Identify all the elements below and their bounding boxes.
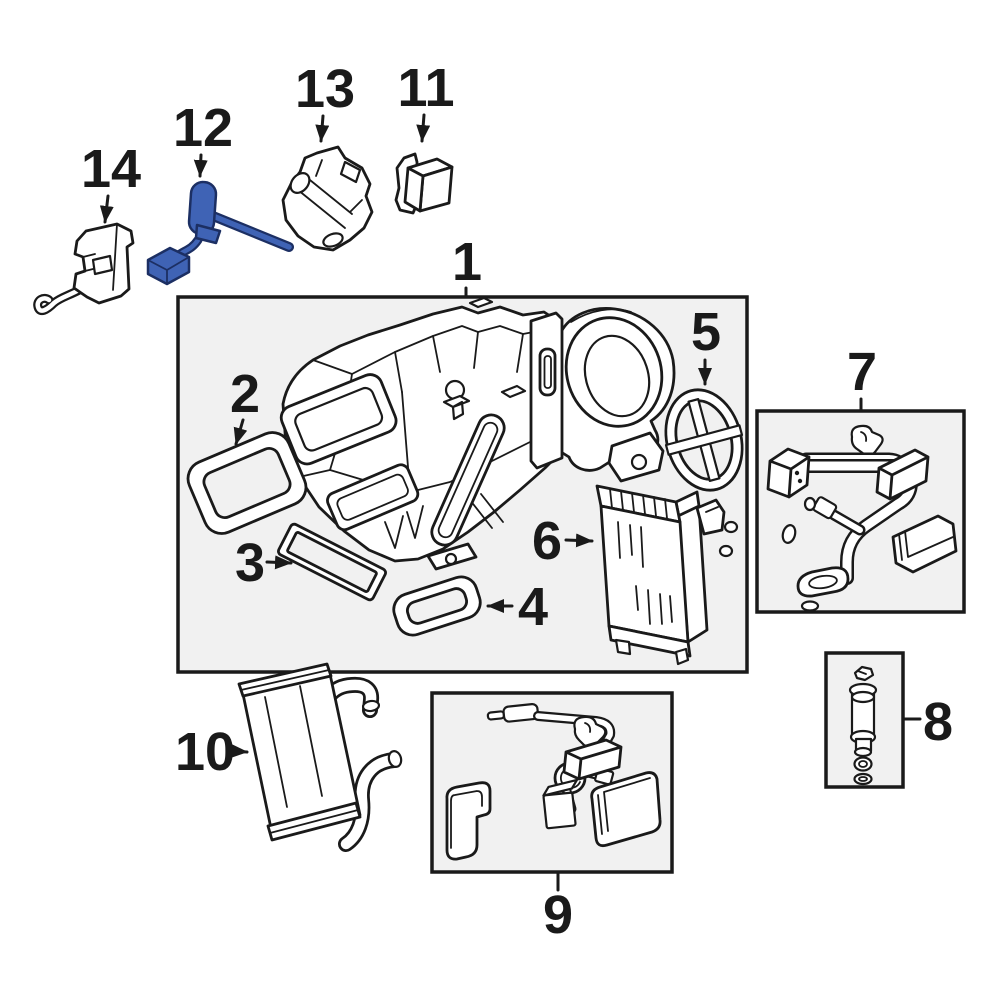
callout-13-leader: [315, 114, 330, 143]
part-8-valve-kit: [848, 665, 878, 786]
callout-3-leader: [265, 555, 293, 570]
callout-12-leader: [193, 153, 208, 178]
callout-5: 5: [691, 302, 721, 386]
callout-5-label: 5: [691, 302, 721, 362]
housing-upper-vent: [279, 373, 398, 466]
callout-10-label: 10: [175, 722, 235, 782]
part-3-filter: [277, 522, 387, 602]
part-6-evaporator: [595, 484, 739, 666]
callout-9: 9: [543, 870, 573, 945]
callout-12-label: 12: [173, 98, 233, 158]
part-13-motor: [281, 145, 374, 252]
callout-14: 14: [81, 139, 141, 224]
callout-8: 8: [902, 692, 953, 752]
part-14-actuator: [33, 222, 135, 316]
part-4-seal: [392, 575, 482, 637]
callout-1-label: 1: [452, 232, 482, 292]
callout-4: 4: [486, 577, 548, 637]
callout-2-label: 2: [230, 364, 260, 424]
callout-10: 10: [175, 722, 249, 782]
callout-12: 12: [173, 98, 233, 178]
callout-2-leader: [233, 418, 248, 446]
callout-11: 11: [397, 58, 455, 143]
callout-7: 7: [847, 342, 877, 413]
callout-14-label: 14: [81, 139, 141, 199]
callout-9-label: 9: [543, 885, 573, 945]
part-1-housing: [279, 296, 676, 571]
housing-lower-vent: [326, 463, 420, 532]
callout-11-leader: [416, 113, 431, 143]
part-5-cover: [664, 388, 744, 492]
part-11-actuator: [394, 152, 454, 215]
callout-8-label: 8: [923, 692, 953, 752]
callout-10-leader: [229, 744, 249, 758]
callout-11-label: 11: [397, 58, 454, 118]
callout-3: 3: [235, 533, 293, 593]
callouts: 1 2 3 4 5 6 7 8: [81, 58, 953, 945]
callout-7-label: 7: [847, 342, 877, 402]
callout-6-label: 6: [532, 511, 562, 571]
part-2-seal: [186, 431, 308, 535]
part-12-sensor-highlighted: [146, 180, 294, 286]
part-7-tube-kit: [766, 424, 958, 612]
callout-13: 13: [295, 59, 355, 143]
callout-3-label: 3: [235, 533, 265, 593]
part-9-seal-kit: [445, 702, 662, 861]
callout-6: 6: [532, 511, 594, 571]
callout-1: 1: [452, 232, 482, 298]
callout-2: 2: [230, 364, 260, 446]
callout-6-leader: [564, 533, 594, 548]
part-10-heater-core: [237, 662, 403, 852]
callout-14-leader: [99, 194, 114, 224]
callout-13-label: 13: [295, 59, 355, 119]
callout-4-label: 4: [518, 577, 548, 637]
